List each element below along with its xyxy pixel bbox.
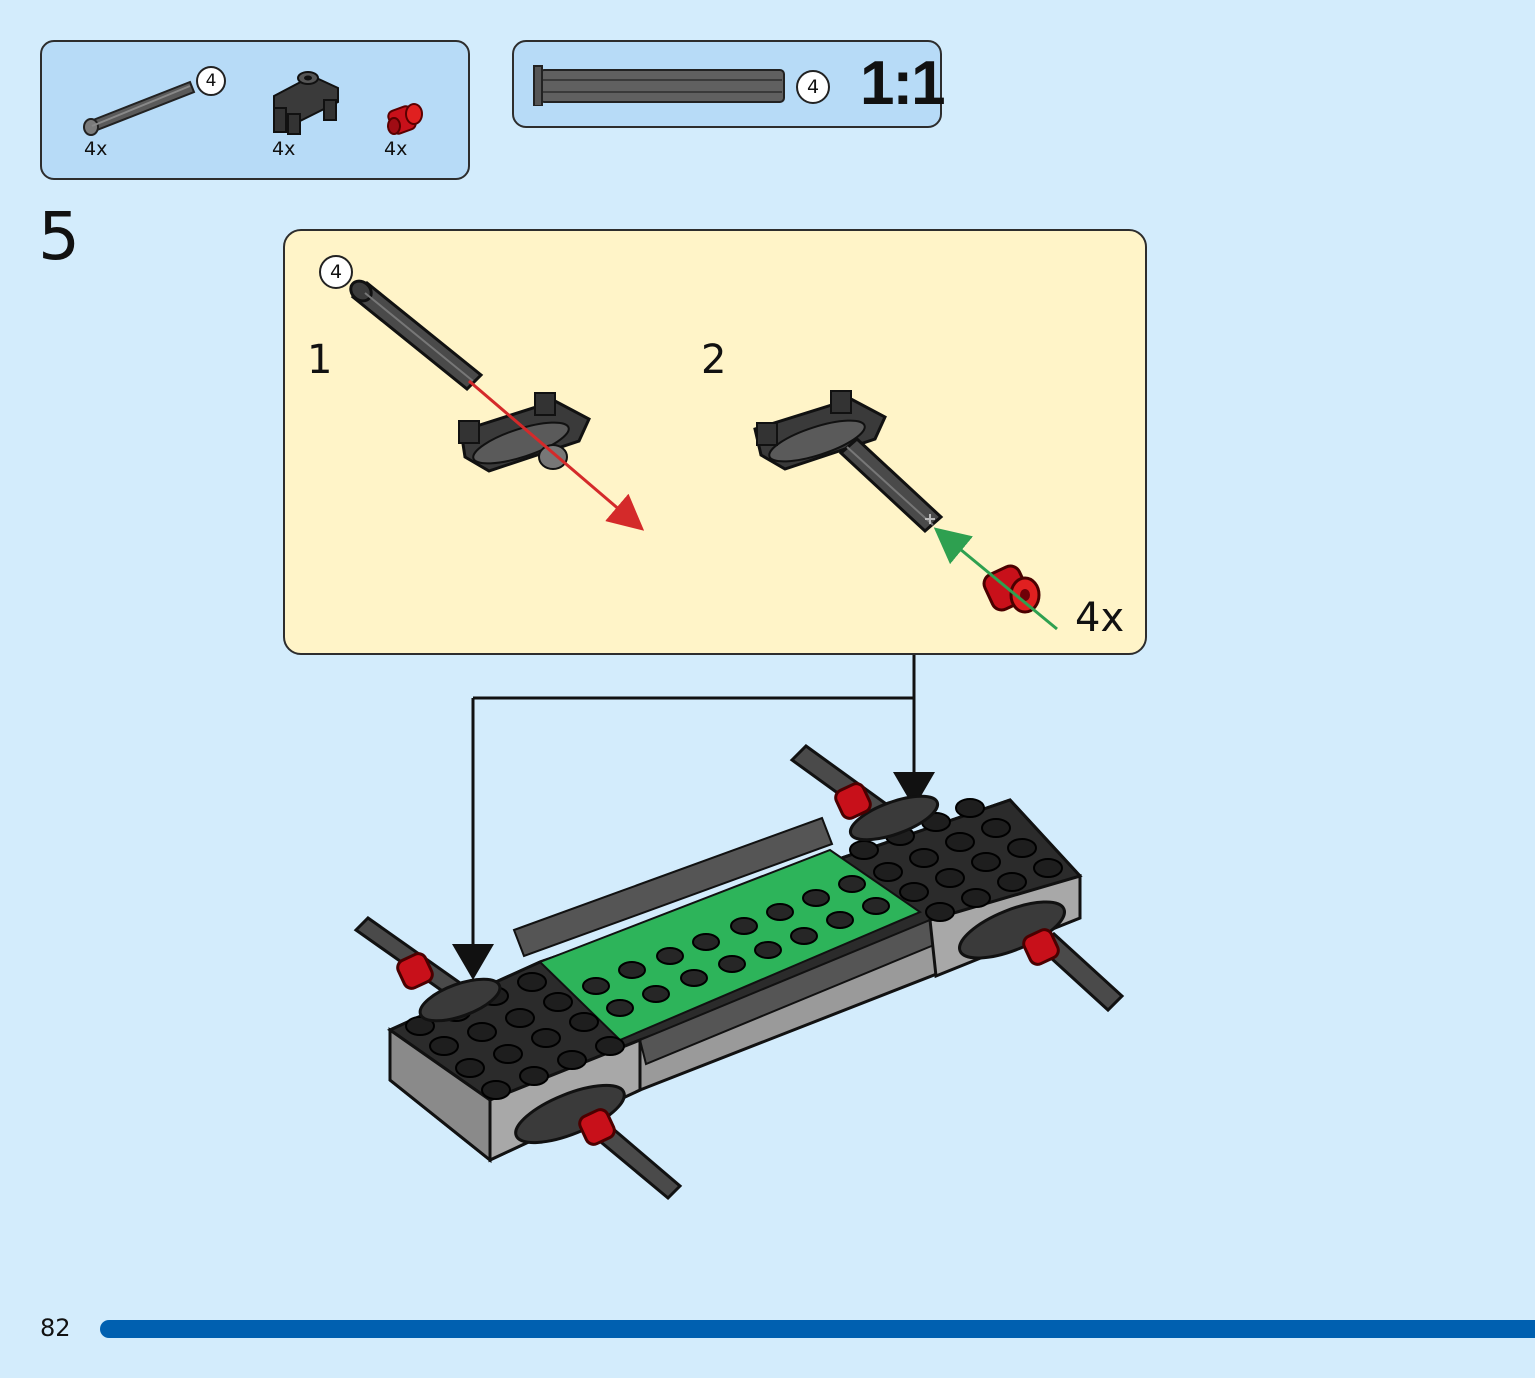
scale-length-callout: 4 bbox=[796, 70, 830, 104]
sub-step-2-number: 2 bbox=[701, 337, 727, 383]
page-number: 82 bbox=[40, 1314, 71, 1342]
sub-step-2-axle-holder bbox=[753, 390, 887, 471]
axle-scale-icon bbox=[533, 65, 785, 106]
sub-step-2-arrow bbox=[933, 527, 1058, 631]
scale-label: 1:1 bbox=[860, 49, 946, 118]
subassembly-box: 4 1 2 bbox=[283, 229, 1147, 655]
scale-reference-box: 4 1:1 bbox=[512, 40, 946, 128]
bush-part-icon bbox=[387, 103, 423, 135]
subassembly-illustration bbox=[349, 279, 1058, 631]
sub-step-1-arrow bbox=[468, 379, 645, 531]
step-number: 5 bbox=[38, 198, 80, 275]
sub-step-1-axle-holder bbox=[458, 392, 591, 473]
sub-step-1-axle bbox=[349, 279, 484, 392]
bush-quantity: 4x bbox=[384, 138, 408, 160]
page-footer-bar bbox=[100, 1320, 1535, 1338]
subassembly-quantity: 4x bbox=[1075, 595, 1125, 641]
axle-holder-part-icon bbox=[273, 71, 339, 135]
axle-length-callout: 4 bbox=[196, 66, 226, 96]
car-chassis bbox=[353, 744, 1125, 1201]
main-model-illustration bbox=[353, 655, 1125, 1201]
axle-quantity: 4x bbox=[84, 138, 108, 160]
callout-connector-lines bbox=[452, 655, 935, 980]
sub-step-1-number: 1 bbox=[307, 337, 333, 383]
parts-list-box: 4 4x 4x 4x bbox=[40, 40, 470, 180]
axle-part-icon bbox=[83, 80, 196, 136]
subassembly-length-callout: 4 bbox=[319, 255, 353, 289]
sub-step-2-axle bbox=[838, 436, 944, 534]
axle-holder-quantity: 4x bbox=[272, 138, 296, 160]
